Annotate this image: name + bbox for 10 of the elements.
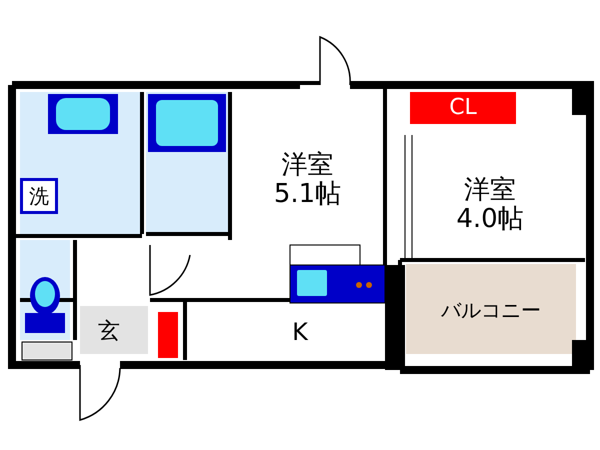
balcony-label: バルコニー [441,299,541,321]
kitchen-label: K [292,318,308,346]
room-label: 4.0帖 [456,205,524,234]
room-label: 洋室 [282,151,334,180]
entrance-label: 玄 [98,320,120,344]
room-label: 洋室 [464,176,516,205]
closet-label: CL [449,96,477,120]
washroom-sign [20,178,58,214]
room-label: 洗 [29,185,49,207]
room-label: 5.1帖 [274,180,342,209]
